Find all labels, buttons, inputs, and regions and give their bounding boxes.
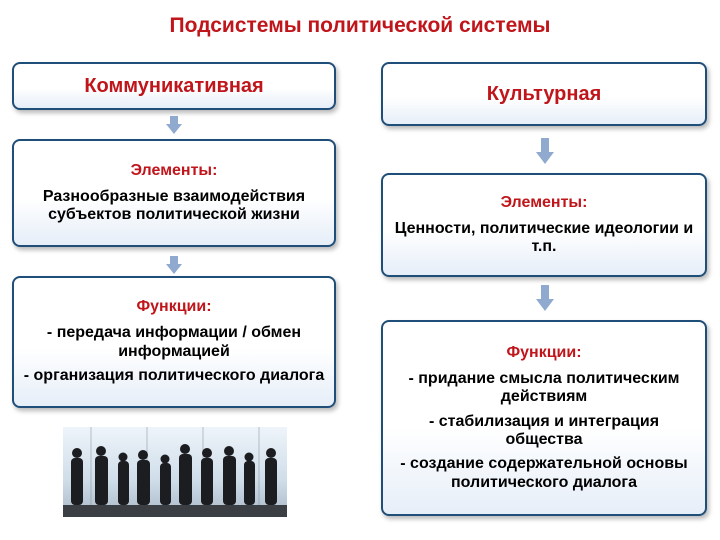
communicative-functions-box: Функции: - передача информации / обмен и… <box>12 276 336 408</box>
elements-label: Элементы: <box>500 193 588 211</box>
down-arrow-icon <box>166 256 182 274</box>
function-item: - создание содержательной основы политич… <box>400 455 688 491</box>
elements-text: Разнообразные взаимодействия субъектов п… <box>42 187 306 223</box>
communicative-header-box: Коммуникативная <box>12 62 336 110</box>
cultural-header-box: Культурная <box>381 62 707 126</box>
cultural-functions-box: Функции: - придание смысла политическим … <box>381 320 707 516</box>
function-item: - организация политического диалога <box>23 367 325 385</box>
functions-label: Функции: <box>506 343 582 361</box>
elements-label: Элементы: <box>130 161 218 179</box>
page-title: Подсистемы политической системы <box>169 14 551 37</box>
cultural-elements-box: Элементы: Ценности, политические идеолог… <box>381 173 707 277</box>
business-people-photo <box>63 427 287 517</box>
functions-label: Функции: <box>136 298 212 316</box>
down-arrow-icon <box>166 116 182 134</box>
function-item: - придание смысла политическим действиям <box>408 369 680 406</box>
cultural-header: Культурная <box>486 82 602 105</box>
down-arrow-icon <box>536 138 554 164</box>
elements-text: Ценности, политические идеологии и т.п. <box>394 219 694 255</box>
function-item: - стабилизация и интеграция общества <box>428 412 660 448</box>
down-arrow-icon <box>536 285 554 311</box>
communicative-elements-box: Элементы: Разнообразные взаимодействия с… <box>12 139 336 247</box>
function-item: - передача информации / обмен информацие… <box>46 324 302 360</box>
communicative-header: Коммуникативная <box>84 74 264 97</box>
